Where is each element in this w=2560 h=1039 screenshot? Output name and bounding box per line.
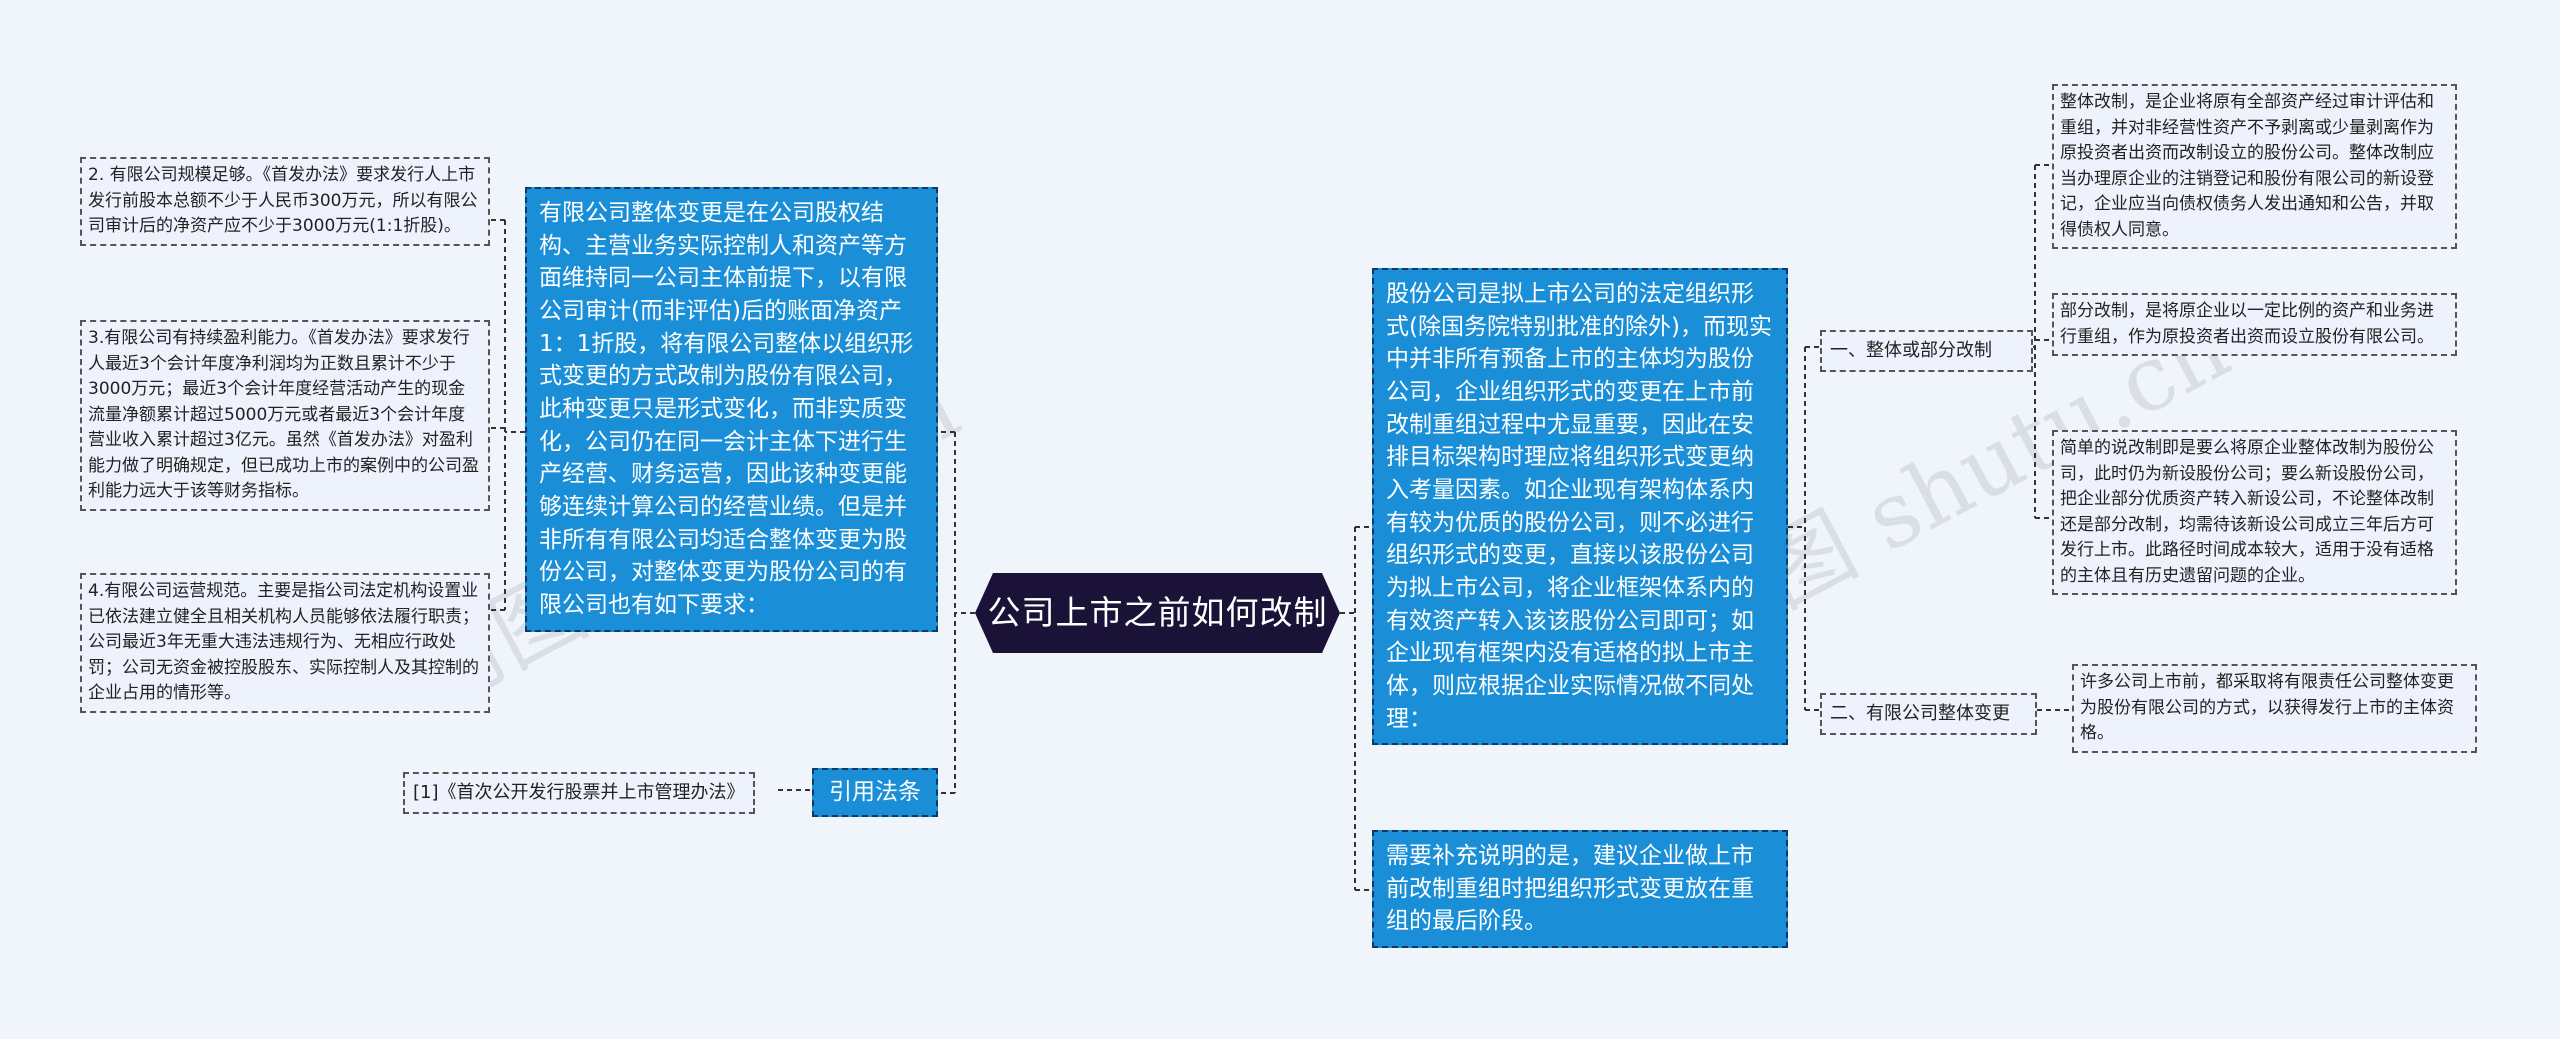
branch-whole-or-partial[interactable]: 一、整体或部分改制 [1820, 330, 2033, 372]
item-simple-explanation: 简单的说改制即是要么将原企业整体改制为股份公司，此时仍为新设股份公司；要么新设股… [2052, 430, 2457, 595]
item-partial-reform: 部分改制，是将原企业以一定比例的资产和业务进行重组，作为原投资者出资而设立股份有… [2052, 293, 2457, 356]
condition-operation: 4.有限公司运营规范。主要是指公司法定机构设置业已依法建立健全且相关机构人员能够… [80, 573, 490, 713]
central-topic[interactable]: 公司上市之前如何改制 [975, 573, 1340, 653]
left-main-node[interactable]: 有限公司整体变更是在公司股权结构、主营业务实际控制人和资产等方面维持同一公司主体… [525, 187, 938, 632]
condition-scale: 2. 有限公司规模足够。《首发办法》要求发行人上市发行前股本总额不少于人民币30… [80, 157, 490, 246]
citation-item[interactable]: [1]《首次公开发行股票并上市管理办法》 [403, 772, 755, 814]
item-whole-reform: 整体改制，是企业将原有全部资产经过审计评估和重组，并对非经营性资产不予剥离或少量… [2052, 84, 2457, 249]
branch-limited-company-change[interactable]: 二、有限公司整体变更 [1820, 693, 2037, 735]
citation-label-node[interactable]: 引用法条 [812, 768, 938, 817]
right-main-node[interactable]: 股份公司是拟上市公司的法定组织形式(除国务院特别批准的除外)，而现实中并非所有预… [1372, 268, 1788, 746]
condition-profitability: 3.有限公司有持续盈利能力。《首发办法》要求发行人最近3个会计年度净利润均为正数… [80, 320, 490, 511]
item-overall-change: 许多公司上市前，都采取将有限责任公司整体变更为股份有限公司的方式，以获得发行上市… [2072, 664, 2477, 753]
supplement-node[interactable]: 需要补充说明的是，建议企业做上市前改制重组时把组织形式变更放在重组的最后阶段。 [1372, 830, 1788, 948]
